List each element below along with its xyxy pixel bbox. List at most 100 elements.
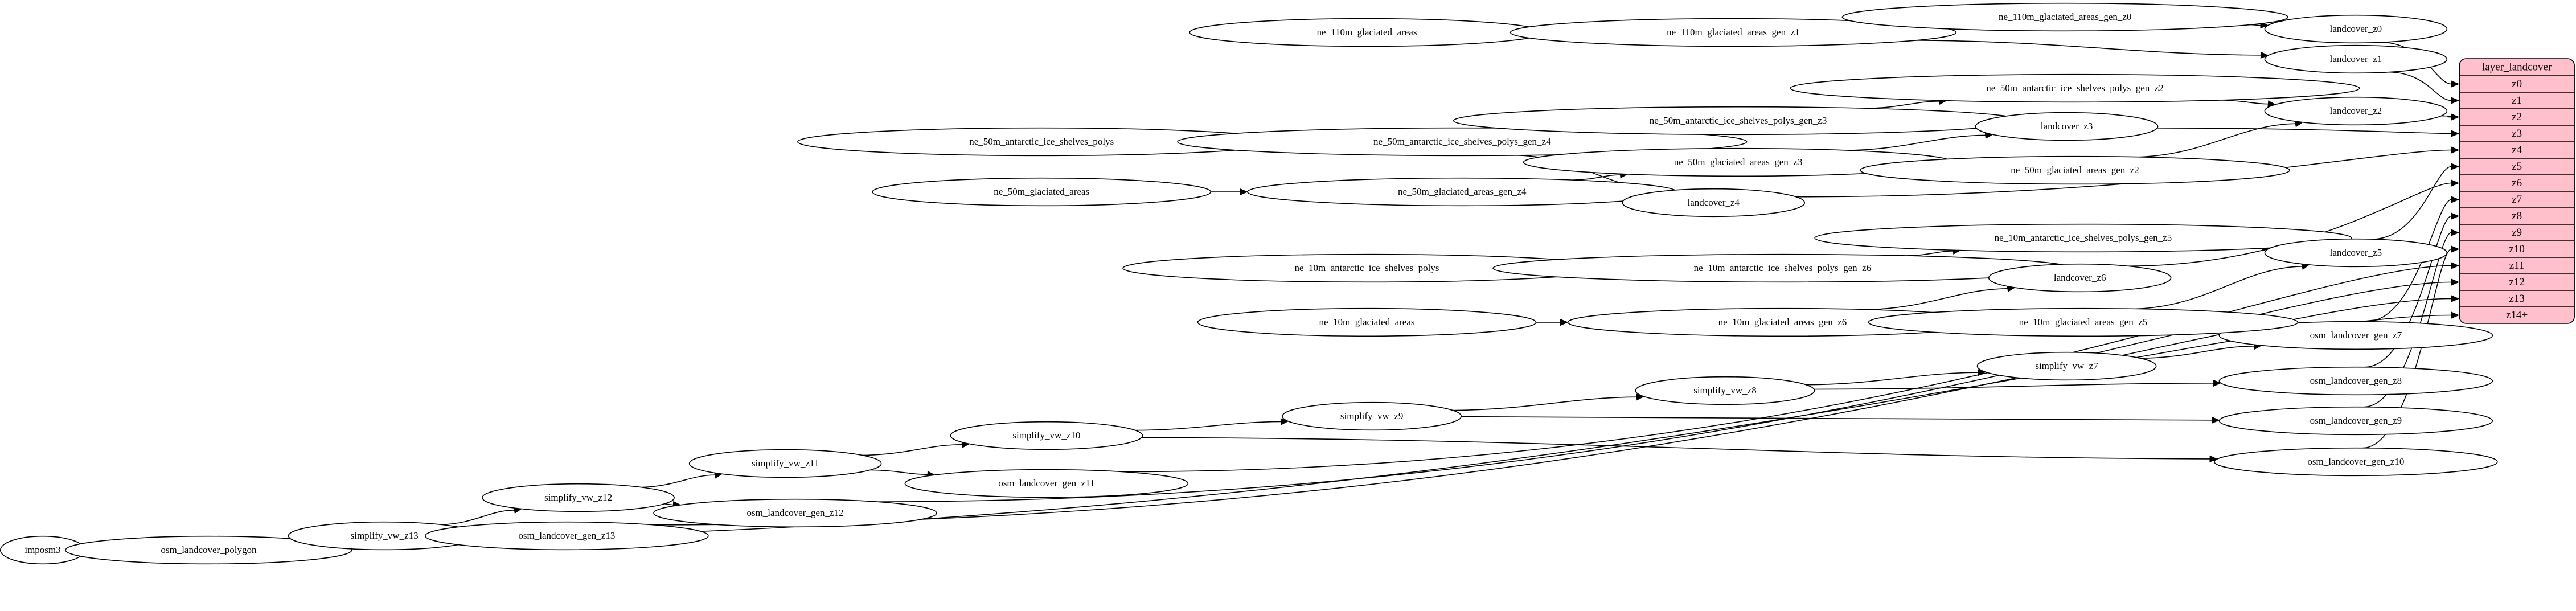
node-simplify_vw_z10[interactable]: simplify_vw_z10 [950,421,1143,450]
record-row-z4[interactable]: z4 [2512,144,2522,156]
record-node-layer: layer_landcover z0 z1 z2 z3 z4 z5 z6 z7 z8 z9 z10 z1… [2459,58,2575,324]
edge-ne_110m_glaciated_areas_gen_z1-to-landcover_z1 [1916,40,2262,56]
edge-arrowhead [2451,80,2460,88]
edge-ne_50m_glaciated_areas_gen_z4-to-ne_50m_glaciated_areas_gen_z3 [1572,174,1621,181]
node-ellipse [425,521,709,551]
node-ne_10m_glaciated_areas[interactable]: ne_10m_glaciated_areas [1197,307,1537,337]
node-ellipse [1860,155,2290,185]
edge-osm_landcover_gen_z8-to-layer_landcover-z8 [2364,215,2452,368]
record-row-z3[interactable]: z3 [2512,128,2522,140]
record-row-z6[interactable]: z6 [2512,177,2522,189]
node-simplify_vw_z7[interactable]: simplify_vw_z7 [1976,351,2157,381]
edge-landcover_z1-to-layer_landcover-z1 [2388,71,2452,101]
edge-simplify_vw_z12-to-simplify_vw_z11 [641,474,716,488]
node-landcover_z6[interactable]: landcover_z6 [1988,263,2172,293]
node-ne_50m_antarctic_ice_shelves_polys_gen_z2[interactable]: ne_50m_antarctic_ice_shelves_polys_gen_z… [1790,73,2360,103]
edge-simplify_vw_z9-to-simplify_vw_z8 [1453,396,1638,411]
node-ne_50m_glaciated_areas[interactable]: ne_50m_glaciated_areas [872,177,1212,207]
record-row-z13[interactable]: z13 [2509,293,2524,305]
node-landcover_z0[interactable]: landcover_z0 [2264,14,2448,44]
node-ellipse [2218,406,2493,436]
edge-simplify_vw_z9-to-osm_landcover_gen_z9 [1461,416,2213,421]
node-ne_50m_glaciated_areas_gen_z2[interactable]: ne_50m_glaciated_areas_gen_z2 [1860,155,2290,185]
record-header-label: layer_landcover [2482,61,2552,73]
node-ne_50m_glaciated_areas_gen_z4[interactable]: ne_50m_glaciated_areas_gen_z4 [1246,177,1677,207]
node-ellipse [1177,127,1748,157]
record-row-z12[interactable]: z12 [2509,276,2524,288]
node-ellipse [1976,351,2157,381]
node-landcover_z3[interactable]: landcover_z3 [1975,112,2159,141]
record-row-z11[interactable]: z11 [2509,260,2525,272]
node-ellipse [1509,18,1957,47]
node-simplify_vw_z12[interactable]: simplify_vw_z12 [482,483,675,512]
edge-ne_10m_glaciated_areas_gen_z5-to-landcover_z5 [2135,266,2303,310]
edge-osm_landcover_gen_z10-to-layer_landcover-z10 [2362,248,2452,449]
edge-osm_landcover_gen_z12-to-layer_landcover-z12 [876,281,2452,502]
node-ne_110m_glaciated_areas_gen_z0[interactable]: ne_110m_glaciated_areas_gen_z0 [1841,2,2288,32]
node-ellipse [1246,177,1677,207]
node-osm_landcover_gen_z9[interactable]: osm_landcover_gen_z9 [2218,406,2493,436]
node-ellipse [1814,223,2352,253]
record-row-z2[interactable]: z2 [2512,111,2522,123]
node-osm_landcover_gen_z12[interactable]: osm_landcover_gen_z12 [653,498,937,528]
edge-ne_50m_glaciated_areas_gen_z2-to-landcover_z2 [2138,123,2296,158]
edge-osm_landcover_gen_z11-to-layer_landcover-z11 [1122,265,2452,473]
node-landcover_z4[interactable]: landcover_z4 [1622,188,1806,218]
edge-arrowhead [2451,97,2460,104]
node-ellipse [1790,73,2360,103]
node-ellipse [65,535,352,565]
node-ne_50m_antarctic_ice_shelves_polys_gen_z3[interactable]: ne_50m_antarctic_ice_shelves_polys_gen_z… [1453,106,2024,136]
edge-arrowhead [2209,455,2218,462]
node-simplify_vw_z8[interactable]: simplify_vw_z8 [1635,376,1815,405]
node-ne_110m_glaciated_areas[interactable]: ne_110m_glaciated_areas [1189,18,1545,47]
node-ellipse [2264,238,2448,268]
node-landcover_z5[interactable]: landcover_z5 [2264,238,2448,268]
node-ellipse [950,421,1143,450]
edge-arrowhead [2451,179,2460,187]
node-osm_landcover_gen_z10[interactable]: osm_landcover_gen_z10 [2214,447,2498,477]
edge-ne_10m_antarctic_ice_shelves_polys_gen_z6-to-ne_10m_antarctic_ice_shelves_polys_gen_z5 [1907,251,1954,256]
node-ne_10m_glaciated_areas_gen_z5[interactable]: ne_10m_glaciated_areas_gen_z5 [1868,307,2299,337]
node-ne_10m_antarctic_ice_shelves_polys_gen_z6[interactable]: ne_10m_antarctic_ice_shelves_polys_gen_z… [1492,253,2073,283]
edge-landcover_z3-to-layer_landcover-z3 [2157,128,2452,134]
record-row-z14plus[interactable]: z14+ [2506,309,2528,321]
node-landcover_z2[interactable]: landcover_z2 [2264,96,2448,126]
node-simplify_vw_z9[interactable]: simplify_vw_z9 [1282,401,1462,431]
node-osm_landcover_gen_z11[interactable]: osm_landcover_gen_z11 [904,469,1189,498]
node-simplify_vw_z11[interactable]: simplify_vw_z11 [688,449,882,478]
record-row-z0[interactable]: z0 [2512,78,2522,90]
node-ellipse [2264,96,2448,126]
node-landcover_z1[interactable]: landcover_z1 [2264,44,2448,74]
node-osm_landcover_gen_z8[interactable]: osm_landcover_gen_z8 [2218,366,2493,396]
node-ellipse [2218,366,2493,396]
node-ellipse [1975,112,2159,141]
edge-arrowhead [2451,212,2460,220]
edge-osm_landcover_gen_z13-to-layer_landcover-z13 [654,298,2452,526]
edge-arrowhead [2451,278,2460,286]
edge-simplify_vw_z12-to-osm_landcover_gen_z12 [664,503,674,506]
node-osm_landcover_gen_z13[interactable]: osm_landcover_gen_z13 [425,521,709,551]
node-ellipse [1197,307,1537,337]
edge-arrowhead [1240,188,1248,196]
node-ellipse [1189,18,1545,47]
record-row-z5[interactable]: z5 [2512,161,2522,173]
node-ellipse [1622,188,1806,218]
node-ellipse [1453,106,2024,136]
record-row-z7[interactable]: z7 [2512,194,2522,206]
edge-arrowhead [2451,113,2460,121]
node-ellipse [1988,263,2172,293]
edge-simplify_vw_z8-to-osm_landcover_gen_z8 [1814,383,2214,390]
edge-ne_10m_glaciated_areas_gen_z6-to-landcover_z6 [1867,288,2008,310]
edge-arrowhead [2451,295,2460,302]
record-row-z8[interactable]: z8 [2512,210,2522,222]
edge-simplify_vw_z10-to-simplify_vw_z9 [1135,421,1282,431]
edge-arrowhead [2451,245,2460,253]
node-ellipse [1635,376,1815,405]
record-row-z10[interactable]: z10 [2509,243,2524,255]
record-row-z9[interactable]: z9 [2512,227,2522,239]
node-ellipse [1492,253,2073,283]
record-row-z1[interactable]: z1 [2512,95,2522,106]
